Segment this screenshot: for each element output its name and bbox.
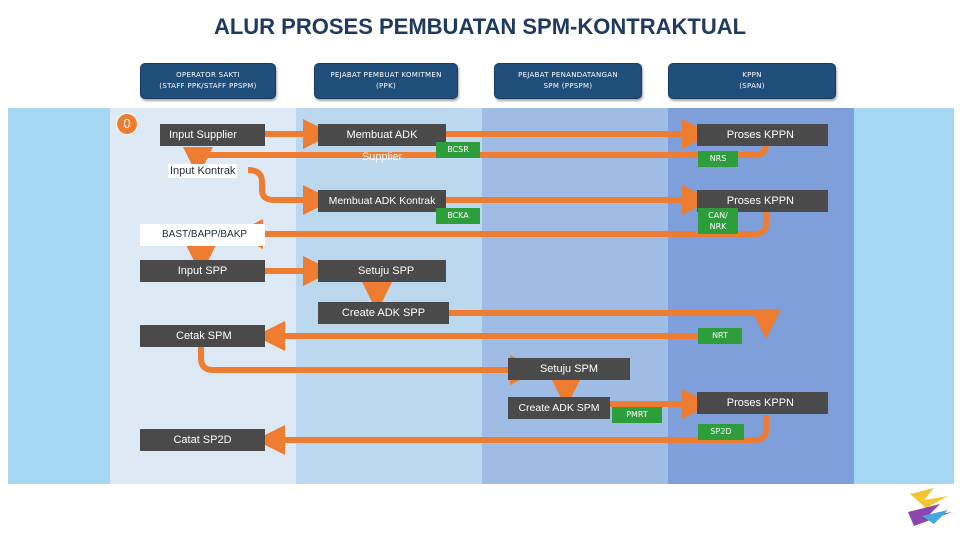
catat-sp2d-box: Catat SP2D <box>140 429 265 451</box>
create-adk-spp-box: Create ADK SPP <box>318 302 449 324</box>
header-line: (PPK) <box>376 82 396 90</box>
nrt-tag: NRT <box>698 328 742 344</box>
page-title: ALUR PROSES PEMBUATAN SPM-KONTRAKTUAL <box>213 14 747 39</box>
lane-kppn <box>668 108 854 484</box>
proses-kppn-box-1: Proses KPPN <box>697 124 828 146</box>
header-line: (SPAN) <box>739 82 765 90</box>
nrk-label: NRK <box>709 222 727 231</box>
header-ppk: PEJABAT PEMBUAT KOMITMEN (PPK) <box>314 63 458 99</box>
arrow-cetak-to-setuju-spm <box>198 346 540 385</box>
arrow-sp2d-to-catat <box>255 415 769 455</box>
header-line: OPERATOR SAKTI <box>176 71 240 79</box>
membuat-adk-kontrak-box: Membuat ADK Kontrak <box>318 190 446 212</box>
sp2d-tag: SP2D <box>698 424 744 440</box>
header-line: PEJABAT PENANDATANGAN <box>518 71 618 79</box>
can-label: CAN/ <box>708 211 728 220</box>
step-badge: 0 <box>116 113 138 135</box>
pmrt-tag: PMRT <box>612 407 662 423</box>
cetak-spm-box: Cetak SPM <box>140 325 265 347</box>
can-nrk-tag: CAN/NRK <box>698 208 738 234</box>
arrow-can-nrk-return <box>233 211 769 249</box>
header-line: (STAFF PPK/STAFF PPSPM) <box>159 82 257 90</box>
header-operator-sakti: OPERATOR SAKTI (STAFF PPK/STAFF PPSPM) <box>140 63 276 99</box>
arrow-nrs-return <box>183 143 769 177</box>
create-adk-spm-box: Create ADK SPM <box>508 397 610 419</box>
proses-kppn-box-2: Proses KPPN <box>697 190 828 212</box>
input-supplier-box: Input Supplier <box>160 124 265 146</box>
setuju-spp-box: Setuju SPP <box>318 260 446 282</box>
header-ppspm: PEJABAT PENANDATANGAN SPM (PPSPM) <box>494 63 642 99</box>
nrs-tag: NRS <box>698 151 738 167</box>
setuju-spm-box: Setuju SPM <box>508 358 630 380</box>
membuat-adk-supplier-box: Membuat ADK Supplier <box>318 124 446 163</box>
proses-kppn-box-3: Proses KPPN <box>697 392 828 414</box>
header-kppn: KPPN (SPAN) <box>668 63 836 99</box>
bcsr-tag: BCSR <box>436 142 480 158</box>
logo-icon <box>908 488 952 526</box>
input-kontrak-label: Input Kontrak <box>168 164 238 178</box>
header-line: PEJABAT PEMBUAT KOMITMEN <box>330 71 442 79</box>
input-spp-box: Input SPP <box>140 260 265 282</box>
arrow-kontrak-to-adk <box>247 167 333 215</box>
bast-box: BAST/BAPP/BAKP <box>140 224 265 246</box>
arrow-adk-spp-to-nrt <box>449 309 781 339</box>
bcka-tag: BCKA <box>436 208 480 224</box>
header-line: KPPN <box>742 71 762 79</box>
header-line: SPM (PPSPM) <box>543 82 593 90</box>
